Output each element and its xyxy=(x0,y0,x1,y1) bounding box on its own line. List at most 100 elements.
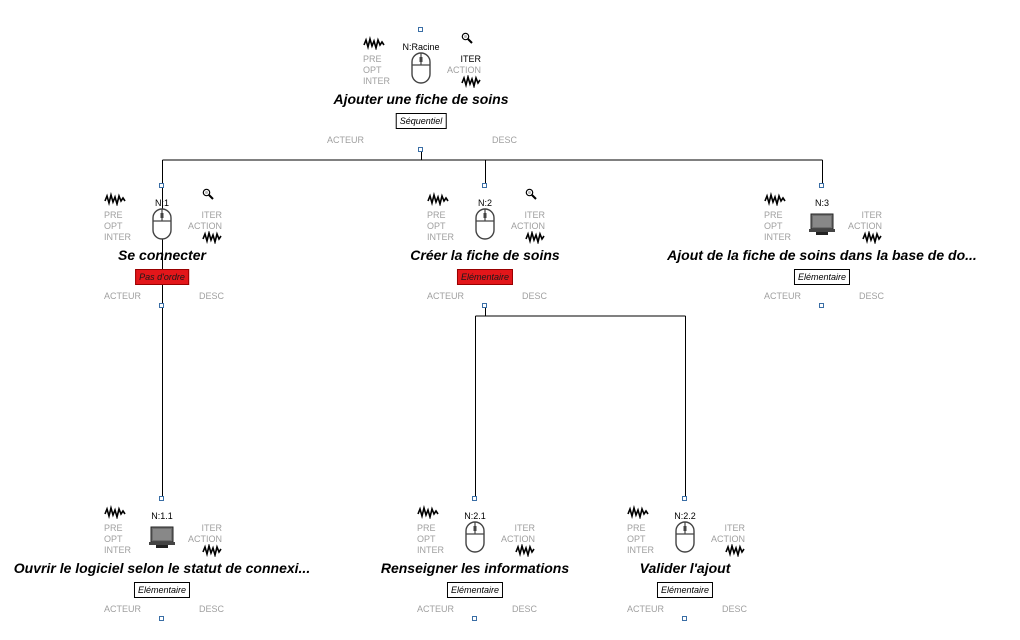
mouse-icon xyxy=(475,208,495,240)
task-name[interactable]: Valider l'ajout xyxy=(639,560,731,576)
opt-label: OPT xyxy=(104,221,123,231)
computer-icon xyxy=(809,213,835,235)
opt-label: OPT xyxy=(627,534,646,544)
precondition-wave-icon xyxy=(764,192,786,206)
operator-badge[interactable]: Elémentaire xyxy=(133,582,191,598)
action-wave-icon xyxy=(461,75,481,88)
action-wave-icon xyxy=(862,231,882,244)
bottom-connector[interactable] xyxy=(159,616,164,621)
acteur-label: ACTEUR xyxy=(764,291,802,301)
acteur-label: ACTEUR xyxy=(327,135,365,145)
bottom-connector[interactable] xyxy=(159,303,164,308)
inter-label: INTER xyxy=(363,76,390,86)
bottom-connector[interactable] xyxy=(418,147,423,152)
task-name[interactable]: Ouvrir le logiciel selon le statut de co… xyxy=(13,560,311,576)
operator-badge[interactable]: Elémentaire xyxy=(656,582,714,598)
action-wave-icon xyxy=(525,231,545,244)
bottom-connector[interactable] xyxy=(482,303,487,308)
pre-label: PRE xyxy=(427,210,446,220)
operator-badge[interactable]: Elémentaire xyxy=(446,582,504,598)
inter-label: INTER xyxy=(104,232,131,242)
desc-label: DESC xyxy=(721,604,747,614)
precondition-wave-icon xyxy=(104,505,126,519)
action-label: ACTION xyxy=(500,534,535,544)
desc-label: DESC xyxy=(858,291,884,301)
action-wave-icon xyxy=(515,544,535,557)
iter-label: ITER xyxy=(524,210,545,220)
node-id: N:3 xyxy=(814,198,830,208)
pre-label: PRE xyxy=(104,210,123,220)
top-connector[interactable] xyxy=(472,496,477,501)
opt-label: OPT xyxy=(363,65,382,75)
node-id: N:2.2 xyxy=(674,511,696,521)
operator-badge[interactable]: Elémentaire xyxy=(456,269,514,285)
acteur-label: ACTEUR xyxy=(627,604,665,614)
top-connector[interactable] xyxy=(482,183,487,188)
task-name[interactable]: Ajout de la fiche de soins dans la base … xyxy=(667,247,977,263)
iter-label: ITER xyxy=(861,210,882,220)
acteur-label: ACTEUR xyxy=(104,604,142,614)
pre-label: PRE xyxy=(417,523,436,533)
precondition-wave-icon xyxy=(104,192,126,206)
bottom-connector[interactable] xyxy=(682,616,687,621)
pre-label: PRE xyxy=(627,523,646,533)
iter-label: ITER xyxy=(201,210,222,220)
zoom-icon[interactable] xyxy=(202,188,214,200)
task-name[interactable]: Ajouter une fiche de soins xyxy=(333,91,509,107)
inter-label: INTER xyxy=(627,545,654,555)
action-label: ACTION xyxy=(710,534,745,544)
bottom-connector[interactable] xyxy=(819,303,824,308)
iter-label: ITER xyxy=(201,523,222,533)
pre-label: PRE xyxy=(363,54,382,64)
opt-label: OPT xyxy=(427,221,446,231)
action-wave-icon xyxy=(202,544,222,557)
task-name[interactable]: Renseigner les informations xyxy=(380,560,570,576)
desc-label: DESC xyxy=(198,291,224,301)
zoom-icon[interactable] xyxy=(461,32,473,44)
operator-badge[interactable]: Pas d'ordre xyxy=(135,269,189,285)
top-connector[interactable] xyxy=(159,183,164,188)
iter-label: ITER xyxy=(460,54,481,64)
desc-label: DESC xyxy=(511,604,537,614)
top-connector[interactable] xyxy=(682,496,687,501)
node-id: N:1.1 xyxy=(151,511,173,521)
precondition-wave-icon xyxy=(627,505,649,519)
zoom-icon[interactable] xyxy=(525,188,537,200)
action-wave-icon xyxy=(725,544,745,557)
task-name[interactable]: Se connecter xyxy=(118,247,206,263)
top-connector[interactable] xyxy=(159,496,164,501)
mouse-icon xyxy=(675,521,695,553)
desc-label: DESC xyxy=(198,604,224,614)
operator-badge[interactable]: Séquentiel xyxy=(395,113,447,129)
inter-label: INTER xyxy=(104,545,131,555)
node-id: N:2 xyxy=(477,198,493,208)
inter-label: INTER xyxy=(427,232,454,242)
precondition-wave-icon xyxy=(417,505,439,519)
task-name[interactable]: Créer la fiche de soins xyxy=(410,247,560,263)
mouse-icon xyxy=(465,521,485,553)
top-connector[interactable] xyxy=(418,27,423,32)
node-id: N:Racine xyxy=(402,42,440,52)
pre-label: PRE xyxy=(104,523,123,533)
precondition-wave-icon xyxy=(363,36,385,50)
acteur-label: ACTEUR xyxy=(417,604,455,614)
action-label: ACTION xyxy=(510,221,545,231)
operator-badge[interactable]: Elémentaire xyxy=(793,269,851,285)
top-connector[interactable] xyxy=(819,183,824,188)
bottom-connector[interactable] xyxy=(472,616,477,621)
action-label: ACTION xyxy=(187,534,222,544)
node-id: N:2.1 xyxy=(464,511,486,521)
precondition-wave-icon xyxy=(427,192,449,206)
opt-label: OPT xyxy=(764,221,783,231)
pre-label: PRE xyxy=(764,210,783,220)
opt-label: OPT xyxy=(104,534,123,544)
opt-label: OPT xyxy=(417,534,436,544)
mouse-icon xyxy=(152,208,172,240)
desc-label: DESC xyxy=(491,135,517,145)
action-label: ACTION xyxy=(847,221,882,231)
action-label: ACTION xyxy=(446,65,481,75)
acteur-label: ACTEUR xyxy=(427,291,465,301)
action-wave-icon xyxy=(202,231,222,244)
inter-label: INTER xyxy=(764,232,791,242)
